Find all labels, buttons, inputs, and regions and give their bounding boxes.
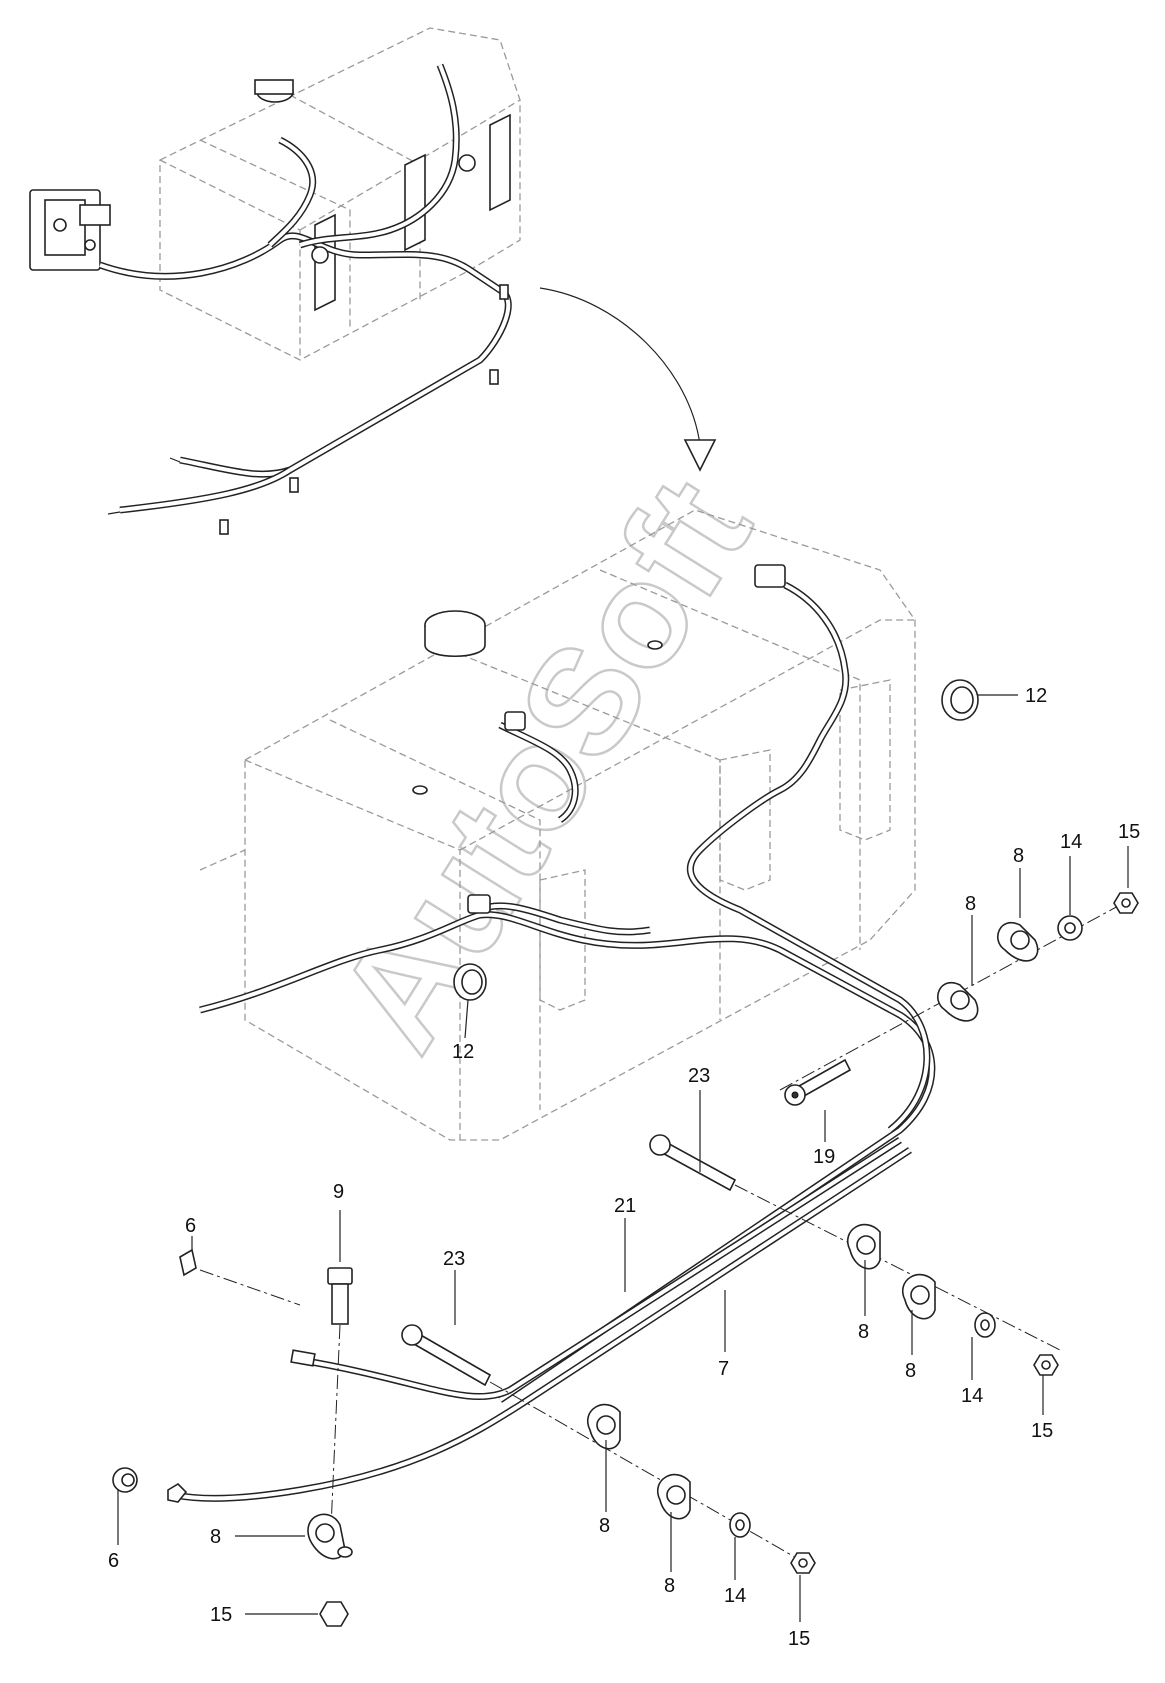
callout-8-low-a: 8 — [599, 1515, 610, 1537]
callouts: 12 12 15 14 8 8 19 23 21 9 6 23 7 8 8 14 — [108, 685, 1140, 1650]
callout-8-right-a: 8 — [1013, 845, 1024, 867]
callout-8-mid-a: 8 — [858, 1321, 869, 1343]
callout-8-right-b: 8 — [965, 893, 976, 915]
overview-tank — [159, 27, 521, 361]
callout-23-mid: 23 — [443, 1248, 465, 1270]
callout-8-left: 8 — [210, 1526, 221, 1548]
callout-7: 7 — [718, 1358, 729, 1380]
mid-right-hardware — [847, 1223, 1059, 1376]
grommet-12-top — [941, 679, 979, 721]
callout-6-bottom: 6 — [108, 1550, 119, 1572]
callout-8-mid-b: 8 — [905, 1360, 916, 1382]
lower-hoses — [167, 1137, 912, 1503]
callout-23-top: 23 — [688, 1065, 710, 1087]
callout-8-low-b: 8 — [664, 1575, 675, 1597]
bolt-23-mid — [401, 1324, 801, 1561]
overview-pump — [29, 189, 111, 271]
callout-15-left: 15 — [210, 1604, 232, 1626]
grommet-12-bottom — [453, 963, 487, 1001]
callout-19: 19 — [813, 1146, 835, 1168]
callout-15-mid: 15 — [1031, 1420, 1053, 1442]
low-mid-hardware — [587, 1403, 816, 1574]
left-hardware — [112, 1248, 353, 1627]
overview-hoses — [98, 63, 512, 535]
main-tank — [199, 509, 916, 1141]
callout-15-right: 15 — [1118, 821, 1140, 843]
direction-arrow — [539, 287, 717, 472]
callout-9: 9 — [333, 1181, 344, 1203]
callout-14-low: 14 — [724, 1585, 746, 1607]
bolt-23-top — [649, 1134, 1061, 1351]
callout-12-bottom: 12 — [452, 1041, 474, 1063]
callout-21: 21 — [614, 1195, 636, 1217]
callout-6-top: 6 — [185, 1215, 196, 1237]
callout-14-mid: 14 — [961, 1385, 983, 1407]
callout-15-low: 15 — [788, 1628, 810, 1650]
callout-14-right: 14 — [1060, 831, 1082, 853]
right-hardware — [779, 892, 1139, 1106]
main-hoses — [199, 564, 936, 1403]
watermark: AutoSoft — [305, 451, 783, 1077]
callout-12-top: 12 — [1025, 685, 1047, 707]
